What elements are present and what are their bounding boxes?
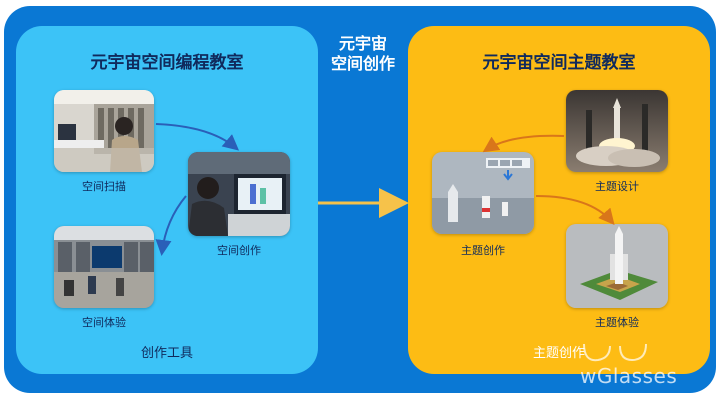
theme-creation-label: 主题创作 [461,244,505,257]
theme-classroom-title: 元宇宙空间主题教室 [482,53,636,73]
space-experience-photo [54,226,154,308]
theme-creation-photo [432,152,534,234]
theme-design-photo [566,90,668,172]
create-to-experience-arrow [155,195,187,256]
space-scan-photo [54,90,154,172]
design-to-create-arrow [482,134,565,153]
theme-design-label: 主题设计 [595,180,639,193]
center-title: 元宇宙 空间创作 [320,34,406,74]
center-title-line1: 元宇宙 [338,34,387,53]
space-creation-photo [188,152,290,236]
space-experience-label: 空间体验 [82,316,126,329]
creation-tools-label: 创作工具 [140,346,193,361]
space-scan-label: 空间扫描 [82,180,126,193]
coding-classroom-title: 元宇宙空间编程教室 [90,53,244,73]
theme-experience-label: 主题体验 [595,316,639,329]
create-to-experience-right-arrow [535,195,615,226]
space-creation-label: 空间创作 [217,244,261,257]
center-title-line2: 空间创作 [330,54,395,73]
theme-creation-footer: 主题创作 [532,346,585,361]
theme-experience-photo [566,224,668,308]
watermark-text: wGlasses [580,364,678,388]
theme-classroom-panel: 元宇宙空间主题教室 [408,26,710,374]
scan-to-create-arrow [155,123,240,151]
glasses-logo-icon [583,343,647,362]
